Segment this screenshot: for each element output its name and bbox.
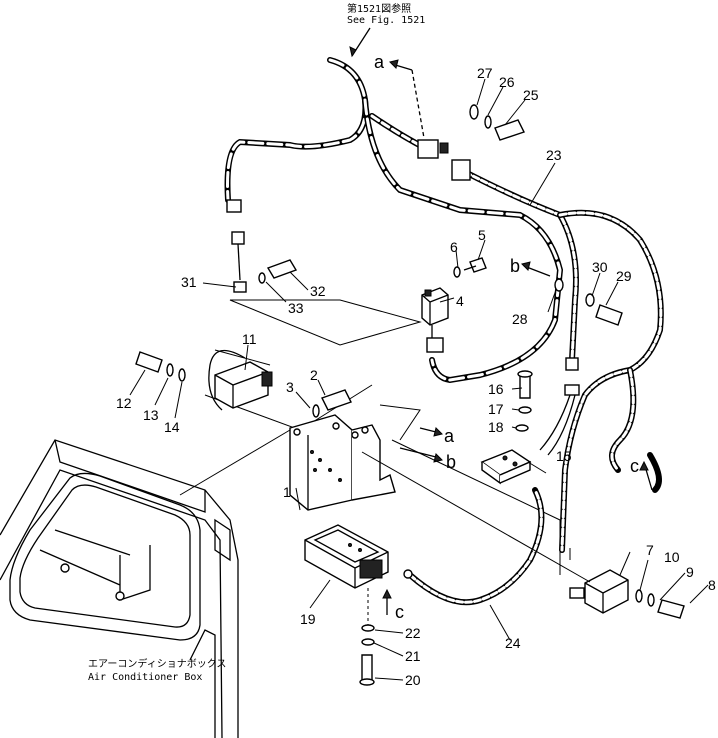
callout-7: 7 [646,542,654,558]
callout-23: 23 [546,147,562,163]
wiring-harness-23 [462,169,664,553]
callout-31: 31 [181,274,197,290]
callout-2: 2 [310,367,318,383]
callout-21: 21 [405,648,421,664]
mount-plane-relay [229,299,422,346]
ref-a-mid: a [444,426,455,446]
relay-4 [421,287,449,338]
bracket-1 [289,414,396,511]
wiring-harness-upper [224,57,564,384]
callout-14: 14 [164,419,180,435]
wire-31 [237,243,241,281]
mount-line-box [179,429,291,496]
callout-15: 15 [556,448,572,464]
callout-11: 11 [242,331,257,347]
bolt-25 [469,104,525,141]
connector-left [226,199,242,213]
callout-30: 30 [592,259,608,275]
callout-33: 33 [288,300,304,316]
see-figure-note-en: See Fig. 1521 [347,15,425,26]
callout-26: 26 [499,74,515,90]
callout-25: 25 [523,87,539,103]
callout-27: 27 [477,65,493,81]
connector-a [417,139,439,159]
bolt-29 [585,293,623,326]
ref-c-right: c [630,456,639,476]
leader-lines [129,78,709,681]
callout-3: 3 [286,379,294,395]
callout-19: 19 [300,611,316,627]
bolt-5 [453,257,487,278]
see-figure-note-jp: 第1521図参照 [347,2,411,15]
see-figure-arrow [349,46,357,58]
harness-24 [403,487,545,606]
ref-b-mid: b [446,452,456,472]
callout-16: 16 [488,381,504,397]
callout-8: 8 [708,577,716,593]
terminal-block-15 [480,384,580,485]
relay-connector [426,337,444,353]
bolt-16 [515,370,533,432]
callout-17: 17 [488,401,504,417]
bolt-8 [635,589,685,619]
ref-b-right: b [510,256,520,276]
connector-harness-end [565,357,579,371]
callout-28: 28 [512,311,528,327]
callout-12: 12 [116,395,132,411]
ref-a-top: a [374,52,385,72]
bolt-12 [135,351,186,382]
clamp-28 [554,278,564,292]
ref-c-bottom: c [395,602,404,622]
box-label-jp: エアーコンディショナボックス [88,657,226,670]
callout-numbers: 1 2 3 4 5 6 7 8 9 10 11 12 13 14 15 16 1… [116,65,716,688]
callout-9: 9 [686,564,694,580]
callout-4: 4 [456,293,464,309]
bolt-32 [258,259,298,284]
callout-18: 18 [488,419,504,435]
controller-11 [208,349,273,411]
callout-13: 13 [143,407,159,423]
buzzer-7 [569,569,629,614]
callout-10: 10 [664,549,680,565]
callout-29: 29 [616,268,632,284]
connector-23 [451,159,471,181]
callout-32: 32 [310,283,326,299]
box-label-en: Air Conditioner Box [88,672,202,683]
bolt-2 [312,389,352,418]
callout-1: 1 [283,484,291,500]
bolt-20 [359,624,375,686]
callout-20: 20 [405,672,421,688]
air-conditioner-box [0,439,239,738]
case-19 [304,524,389,589]
callout-24: 24 [505,635,521,651]
connector-31-top [231,231,245,245]
callout-6: 6 [450,239,458,255]
callout-22: 22 [405,625,421,641]
callout-5: 5 [478,227,486,243]
connector-a-tab [439,142,449,154]
